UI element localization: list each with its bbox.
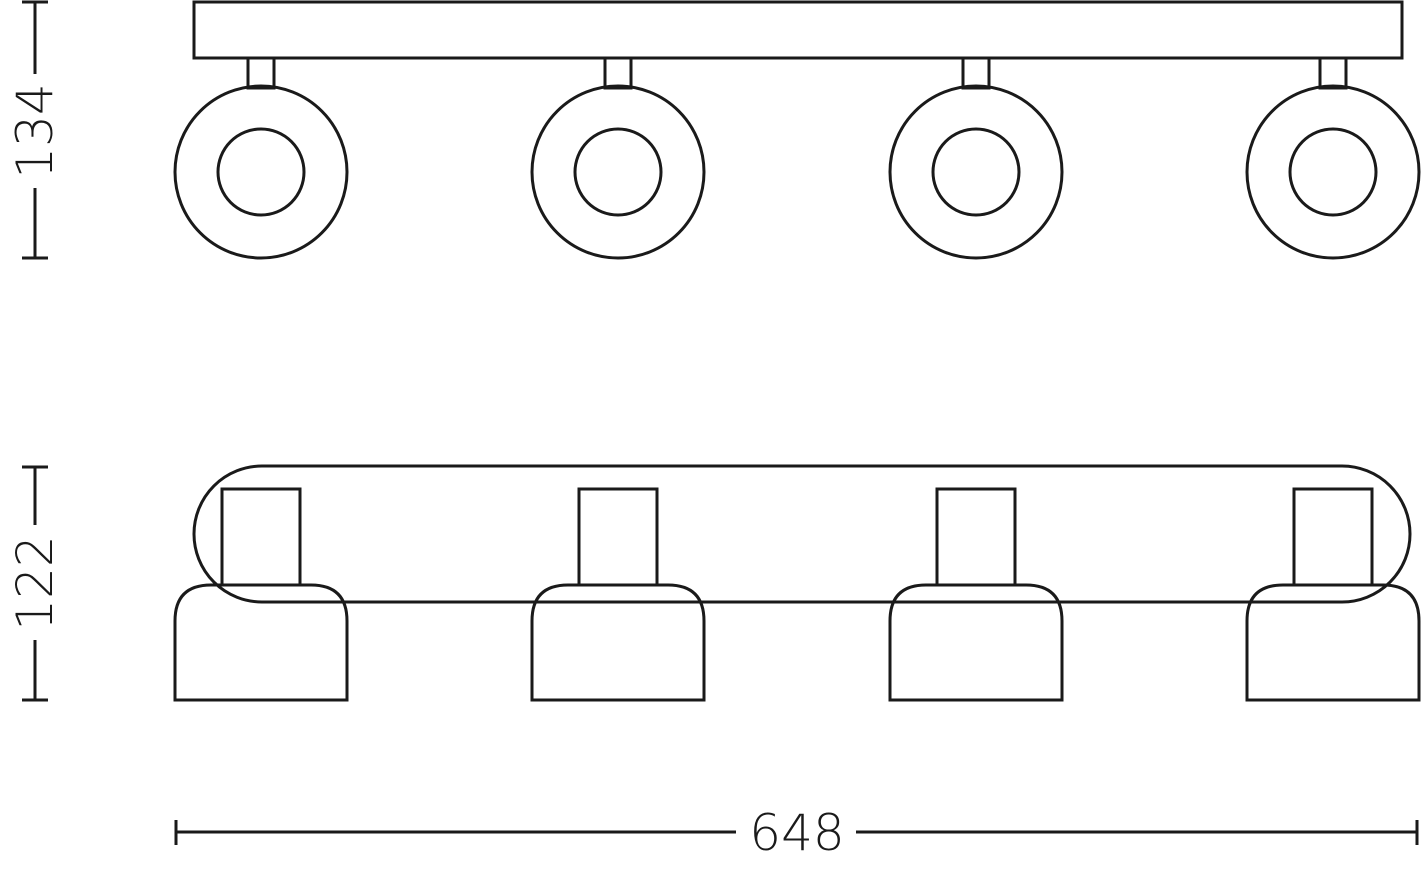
top-view-mounting-bar [192,0,1404,60]
top-lamp-outer-ring [530,84,706,260]
dimension-height-top: 134 [6,0,64,260]
side-lamp-head [1245,583,1421,702]
top-lamp-stem [246,56,276,90]
dimension-label-134: 134 [6,83,64,178]
dimension-width: 648 [174,804,1419,862]
side-lamp-head [173,583,349,702]
top-lamp-stem [603,56,633,90]
top-lamp-stem [961,56,991,90]
top-lamp-outer-ring [1245,84,1421,260]
dimension-height-side: 122 [6,465,64,702]
side-view-lamps [173,487,1421,702]
top-lamp-lens [216,127,306,217]
top-lamp-lens [931,127,1021,217]
dimension-label-122: 122 [6,535,64,630]
side-lamp-head [888,583,1064,702]
side-lamp-stem [1292,487,1374,587]
top-lamp-lens [573,127,663,217]
dimension-label-648: 648 [749,804,844,862]
side-lamp-stem [935,487,1017,587]
side-lamp-stem [577,487,659,587]
top-view [173,0,1421,260]
top-view-lamps [173,56,1421,260]
side-view-mounting-bar [192,464,1412,604]
top-lamp-outer-ring [173,84,349,260]
top-lamp-lens [1288,127,1378,217]
side-view [173,464,1421,702]
top-lamp-outer-ring [888,84,1064,260]
side-lamp-stem [220,487,302,587]
top-lamp-stem [1318,56,1348,90]
side-lamp-head [530,583,706,702]
